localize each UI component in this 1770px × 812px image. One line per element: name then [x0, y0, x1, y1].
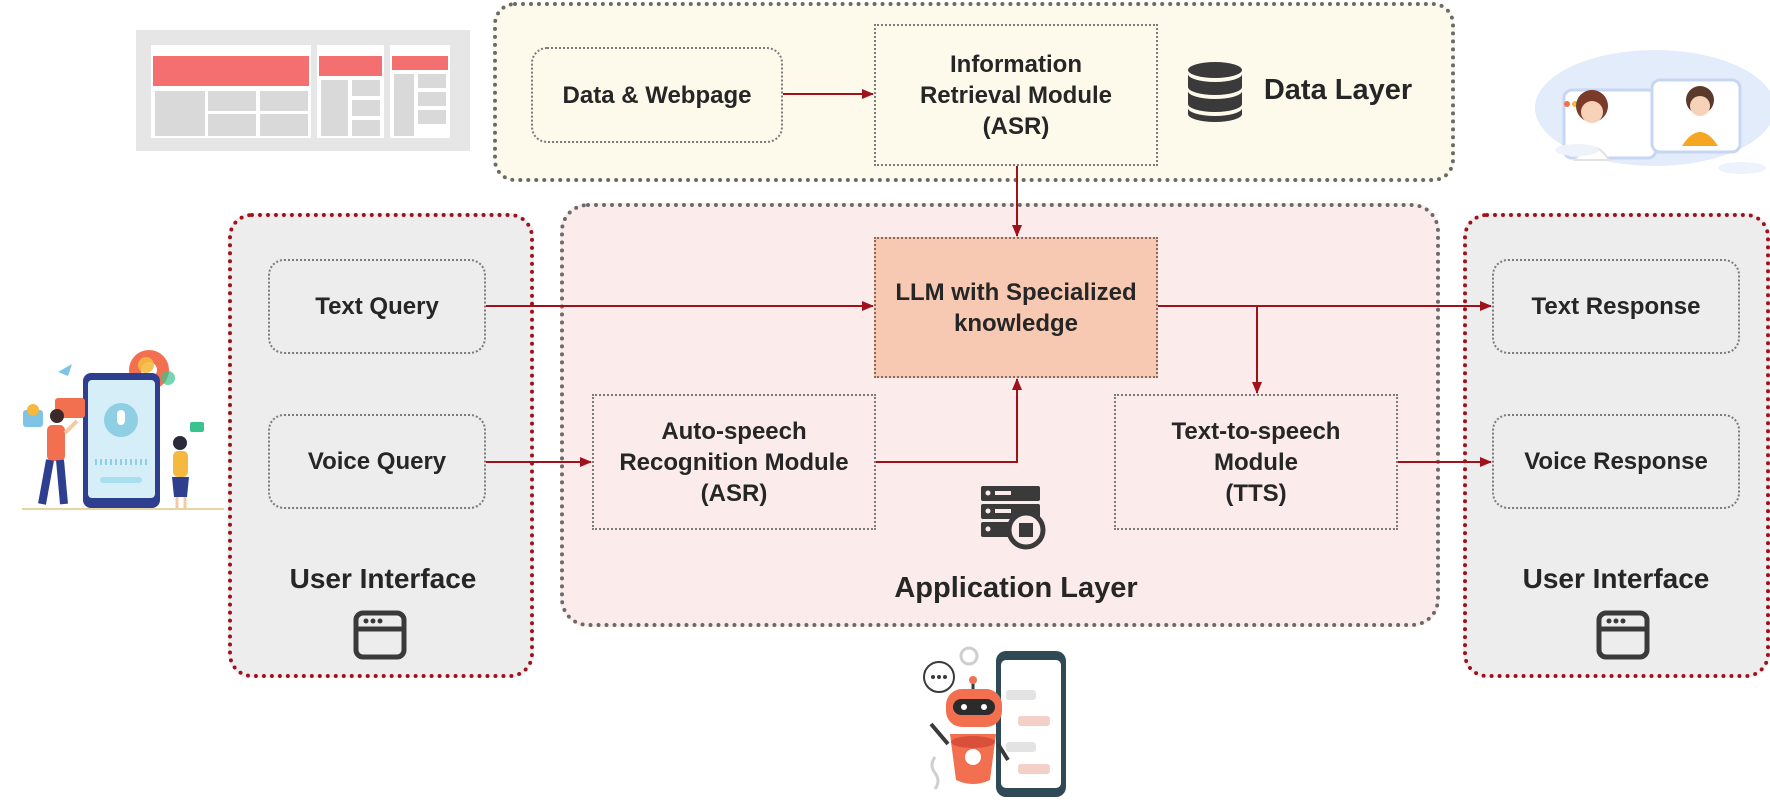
video-chat-illustration [1535, 50, 1770, 174]
tts-line3: (TTS) [1225, 479, 1287, 507]
webpage-wireframe-illustration [136, 30, 470, 151]
asr-line3: (ASR) [700, 479, 768, 507]
connector-arrows [486, 89, 1492, 467]
data-webpage-label: Data & Webpage [562, 81, 752, 109]
person-man [38, 409, 79, 505]
tts-line1: Text-to-speech [1171, 417, 1341, 445]
ir-module-line2: Retrieval Module [919, 81, 1113, 109]
text-query-box: Text Query [268, 259, 486, 354]
asr-line1: Auto-speech [661, 417, 807, 445]
llm-box: LLM with Specialized knowledge [874, 237, 1158, 378]
asr-line2: Recognition Module [619, 448, 849, 476]
ir-module-line1: Information [949, 50, 1082, 78]
text-query-label: Text Query [315, 293, 439, 320]
browser-window-icon-right [1596, 610, 1650, 660]
database-icon [1188, 62, 1242, 122]
voice-query-label: Voice Query [307, 448, 447, 475]
data-webpage-box: Data & Webpage [531, 47, 783, 143]
llm-line2: knowledge [953, 309, 1078, 337]
voice-response-box: Voice Response [1492, 414, 1740, 509]
user-interface-left-title: User Interface [289, 563, 477, 594]
arrow-asr-to-llm [876, 378, 1022, 463]
tts-module-box: Text-to-speech Module (TTS) [1114, 394, 1398, 530]
person-woman [172, 436, 189, 508]
ir-module-line3: (ASR) [982, 112, 1050, 140]
data-layer-title: Data Layer [1263, 74, 1413, 106]
chatbot-robot-illustration [923, 646, 1066, 797]
mobile-voice-assistant-illustration [22, 350, 224, 510]
user-interface-right-title: User Interface [1522, 563, 1710, 594]
server-icon [981, 486, 1046, 550]
voice-query-box: Voice Query [268, 414, 486, 509]
tts-line2: Module [1213, 448, 1298, 476]
application-layer-title: Application Layer [894, 572, 1138, 604]
browser-window-icon-left [353, 610, 407, 660]
llm-line1: LLM with Specialized [895, 278, 1137, 306]
text-response-label: Text Response [1531, 293, 1701, 320]
asr-module-box: Auto-speech Recognition Module (ASR) [592, 394, 876, 530]
voice-response-label: Voice Response [1524, 448, 1708, 475]
information-retrieval-module-box: Information Retrieval Module (ASR) [874, 24, 1158, 166]
text-response-box: Text Response [1492, 259, 1740, 354]
